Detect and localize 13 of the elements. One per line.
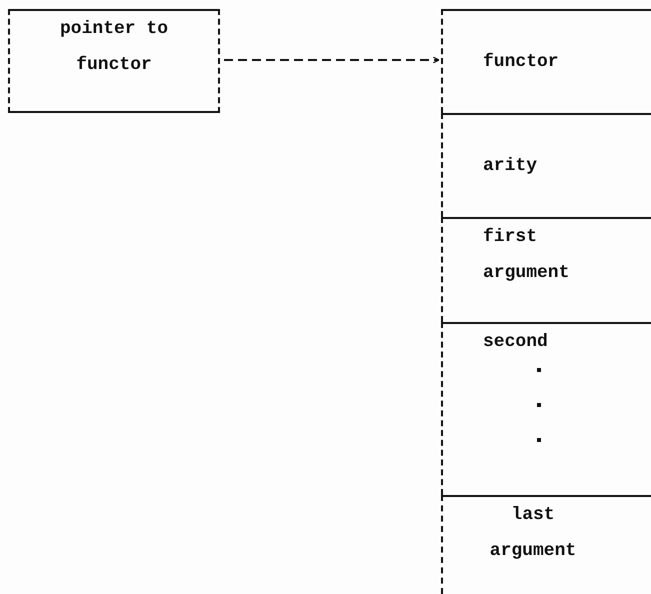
cell-label: first argument [483, 226, 570, 285]
memory-cell [441, 495, 651, 594]
cell-label: arity [483, 155, 538, 178]
cell-label: functor [483, 51, 560, 74]
cell-label: pointer to functor [58, 18, 170, 77]
memory-cell [441, 217, 651, 322]
cell-label: second [483, 331, 549, 354]
arrow [224, 56, 440, 64]
cell-label: last argument [488, 504, 578, 563]
memory-cell [441, 9, 651, 113]
memory-cell [8, 9, 220, 113]
memory-cell [441, 322, 651, 495]
memory-cell [441, 113, 651, 217]
